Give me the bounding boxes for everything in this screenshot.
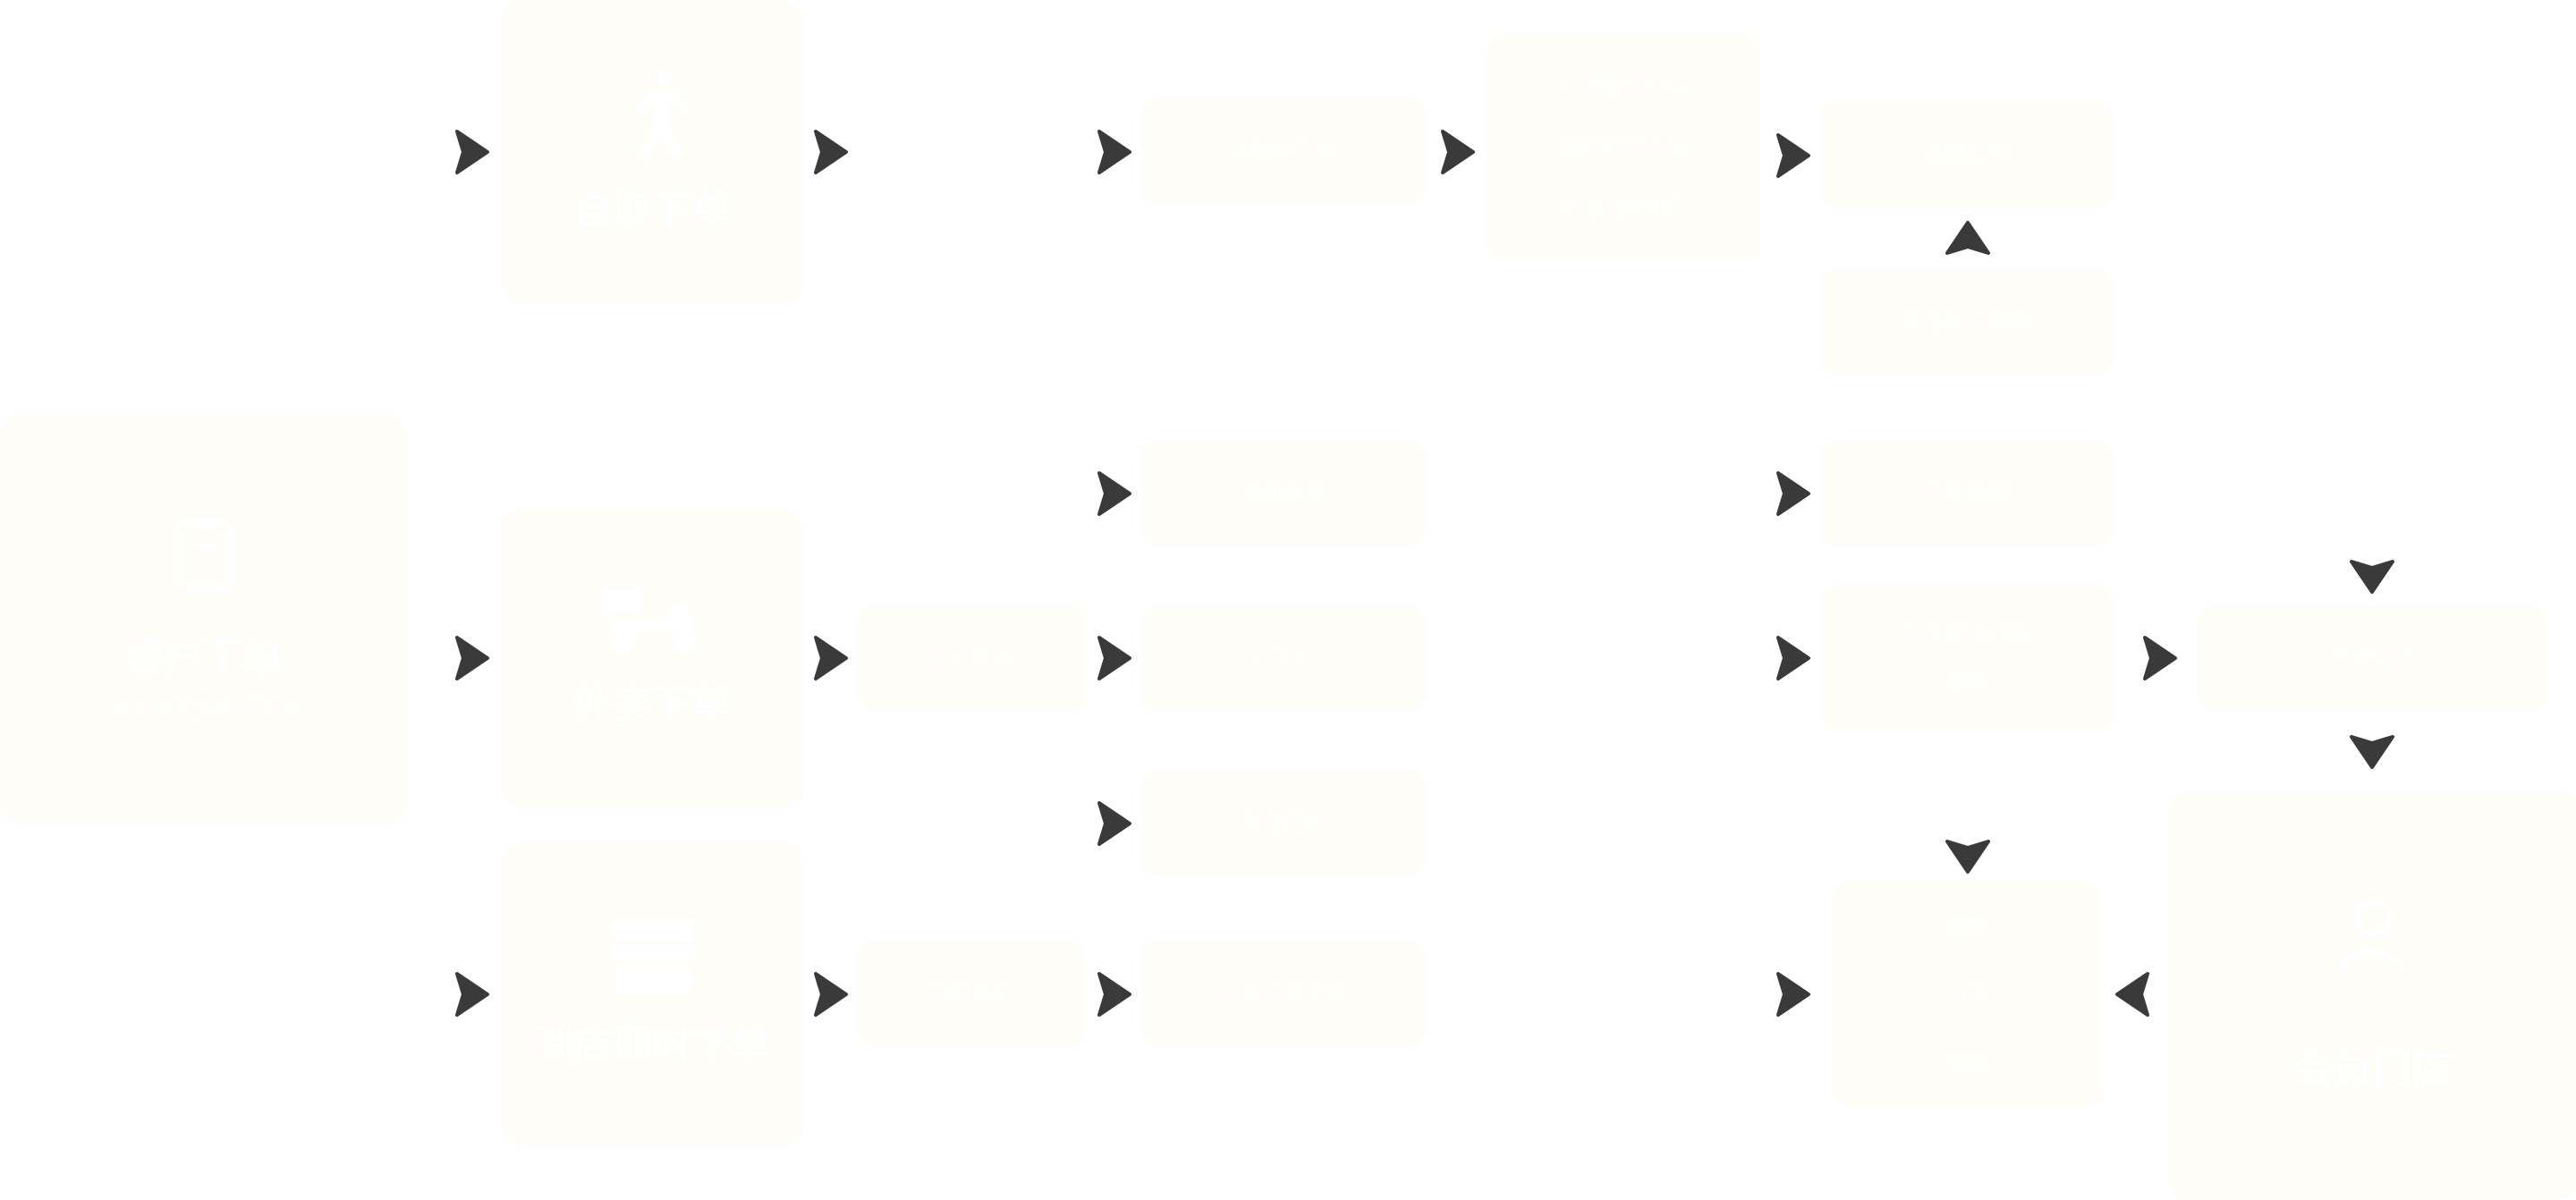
arrow-right xyxy=(814,130,848,174)
col3-r3-box: 自营配送 xyxy=(1141,770,1426,875)
order-clipboard-icon xyxy=(173,515,235,596)
col4-multi-box: 门店收到订单 后厨打印小票 前台出餐叫号 xyxy=(1487,34,1760,261)
arrow-down xyxy=(2350,735,2394,769)
arrow-right xyxy=(1776,636,1810,680)
col3-r1-label: 美团外卖 xyxy=(1241,480,1326,505)
storefront-icon xyxy=(607,917,697,1001)
arrow-right xyxy=(1097,801,1131,846)
arrow-right xyxy=(1776,471,1810,516)
col6-mid-box: 订单完成 xyxy=(2198,605,2546,711)
customer-order-title: 客户下单 xyxy=(124,635,283,680)
col5-bottom-line-3: 用餐 xyxy=(1945,1050,1988,1075)
arrow-down xyxy=(1945,840,1990,874)
col5-r1-box: 骑手取餐 xyxy=(1820,440,2113,545)
arrow-right xyxy=(1097,972,1131,1017)
col5-bottom-line-1: 堂食 xyxy=(1945,914,1988,939)
dinein-order-title: 到店即时下单 xyxy=(534,1021,770,1068)
arrow-right xyxy=(814,636,848,680)
col3-top-box: 小程序下单 xyxy=(1141,98,1426,204)
arrow-right xyxy=(455,130,489,174)
col5-r2-line-1: 骑手配送订单 xyxy=(1902,623,2031,648)
delivery-mid-box: 外卖平台 xyxy=(857,605,1086,711)
dinein-mid-box: 扫码点餐 xyxy=(857,941,1086,1046)
col3-r2-label: 饿了么 xyxy=(1251,646,1316,671)
delivery-order-title: 外卖下单 xyxy=(573,681,731,727)
col3-r4-box: 堂食点餐下单 xyxy=(1141,941,1426,1046)
pickup-order-title: 自取下单 xyxy=(573,187,731,233)
member-store-box: 会员门店 xyxy=(2169,791,2576,1200)
col5-r2-box: 骑手配送订单 送达 xyxy=(1820,585,2113,731)
col3-top-label: 小程序下单 xyxy=(1230,139,1337,164)
arrow-right xyxy=(455,972,489,1017)
col5-top-label: 出餐完成 xyxy=(1923,142,2010,167)
arrow-right xyxy=(2143,636,2177,680)
col5-r2-line-2: 送达 xyxy=(1945,668,1988,693)
col5-below-label: 顾客到店取餐 xyxy=(1902,309,2031,334)
member-store-title: 会员门店 xyxy=(2293,1045,2452,1092)
arrow-right xyxy=(1097,471,1131,516)
delivery-order-box: 外卖下单 xyxy=(502,508,802,808)
col4-line-3: 前台出餐叫号 xyxy=(1559,196,1689,221)
arrow-left xyxy=(2115,972,2149,1017)
customer-order-subtitle: 线上线下多渠道下单 xyxy=(106,696,301,721)
arrow-down xyxy=(2350,560,2394,594)
delivery-mid-label: 外卖平台 xyxy=(928,646,1014,671)
arrow-right xyxy=(455,636,489,680)
col5-bottom-box: 堂食 出餐 用餐 xyxy=(1832,881,2102,1108)
customer-order-box: 客户下单 线上线下多渠道下单 xyxy=(0,414,407,824)
col5-below-box: 顾客到店取餐 xyxy=(1820,269,2113,375)
arrow-right xyxy=(1441,130,1475,174)
arrow-right xyxy=(814,972,848,1017)
col3-r3-label: 自营配送 xyxy=(1241,810,1326,835)
arrow-right xyxy=(1776,133,1810,178)
col3-r4-label: 堂食点餐下单 xyxy=(1219,981,1348,1006)
col5-top-box: 出餐完成 xyxy=(1820,102,2113,207)
delivery-scooter-icon xyxy=(603,585,701,660)
col5-bottom-line-2: 出餐 xyxy=(1945,982,1988,1007)
arrow-right xyxy=(1776,972,1810,1017)
walking-person-icon xyxy=(607,66,697,168)
dinein-mid-label: 扫码点餐 xyxy=(928,981,1014,1006)
col3-r2-box: 饿了么 xyxy=(1141,605,1426,711)
col6-mid-label: 订单完成 xyxy=(2329,646,2415,671)
col4-line-1: 门店收到订单 xyxy=(1559,74,1689,99)
dinein-order-box: 到店即时下单 xyxy=(502,842,802,1145)
col5-r1-label: 骑手取餐 xyxy=(1923,480,2010,505)
pickup-order-box: 自取下单 xyxy=(502,0,802,303)
arrow-right xyxy=(1097,130,1131,174)
arrow-right xyxy=(1097,636,1131,680)
arrow-up xyxy=(1945,221,1990,255)
col3-r1-box: 美团外卖 xyxy=(1141,440,1426,545)
member-person-icon xyxy=(2337,896,2409,978)
col4-line-2: 后厨打印小票 xyxy=(1559,135,1689,160)
